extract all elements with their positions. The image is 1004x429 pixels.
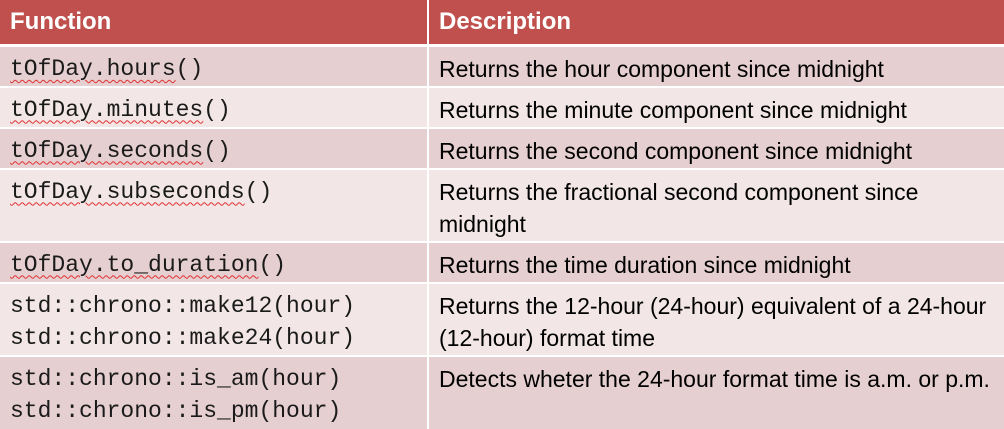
header-function: Function xyxy=(0,0,429,47)
function-line: std::chrono::is_pm(hour) xyxy=(10,397,342,424)
function-cell: tOfDay.minutes() xyxy=(0,85,429,128)
description-cell: Returns the second component since midni… xyxy=(428,126,1004,169)
table-row-hours: tOfDay.hours() Returns the hour componen… xyxy=(0,44,1004,87)
description-cell: Detects wheter the 24-hour format time i… xyxy=(428,354,1004,429)
function-cell: tOfDay.subseconds() xyxy=(0,167,429,242)
function-cell: std::chrono::is_am(hour)std::chrono::is_… xyxy=(0,354,429,429)
function-name: tOfDay.minutes xyxy=(10,96,204,123)
function-name: tOfDay.seconds xyxy=(10,137,204,164)
function-line: std::chrono::is_am(hour) xyxy=(10,365,342,392)
table-row-minutes: tOfDay.minutes() Returns the minute comp… xyxy=(0,85,1004,128)
function-args: () xyxy=(258,251,287,278)
function-line: std::chrono::make24(hour) xyxy=(10,324,356,351)
table-row-seconds: tOfDay.seconds() Returns the second comp… xyxy=(0,126,1004,169)
description-cell: Returns the minute component since midni… xyxy=(428,85,1004,128)
function-name: tOfDay.subseconds xyxy=(10,178,245,205)
table-row-subseconds: tOfDay.subseconds() Returns the fraction… xyxy=(0,167,1004,242)
function-name: tOfDay.to_duration xyxy=(10,251,259,278)
function-args: () xyxy=(203,96,231,123)
header-description: Description xyxy=(428,0,1004,47)
table-row-is-am-is-pm: std::chrono::is_am(hour)std::chrono::is_… xyxy=(0,354,1004,429)
function-cell: tOfDay.seconds() xyxy=(0,126,429,169)
function-cell: tOfDay.hours() xyxy=(0,44,429,87)
function-cell: std::chrono::make12(hour)std::chrono::ma… xyxy=(0,281,429,356)
function-args: () xyxy=(244,178,273,205)
function-args: () xyxy=(175,56,204,82)
function-line: std::chrono::make12(hour) xyxy=(10,292,356,319)
description-cell: Returns the 12-hour (24-hour) equivalent… xyxy=(428,281,1004,356)
function-cell: tOfDay.to_duration() xyxy=(0,240,429,283)
description-cell: Returns the time duration since midnight xyxy=(428,240,1004,283)
table-header-row: Function Description xyxy=(0,0,1004,47)
table-row-make12-make24: std::chrono::make12(hour)std::chrono::ma… xyxy=(0,281,1004,356)
function-name: tOfDay.hours xyxy=(10,56,176,82)
description-cell: Returns the fractional second component … xyxy=(428,167,1004,242)
description-cell: Returns the hour component since midnigh… xyxy=(428,44,1004,87)
table-row-to-duration: tOfDay.to_duration() Returns the time du… xyxy=(0,240,1004,283)
function-args: () xyxy=(203,137,231,164)
